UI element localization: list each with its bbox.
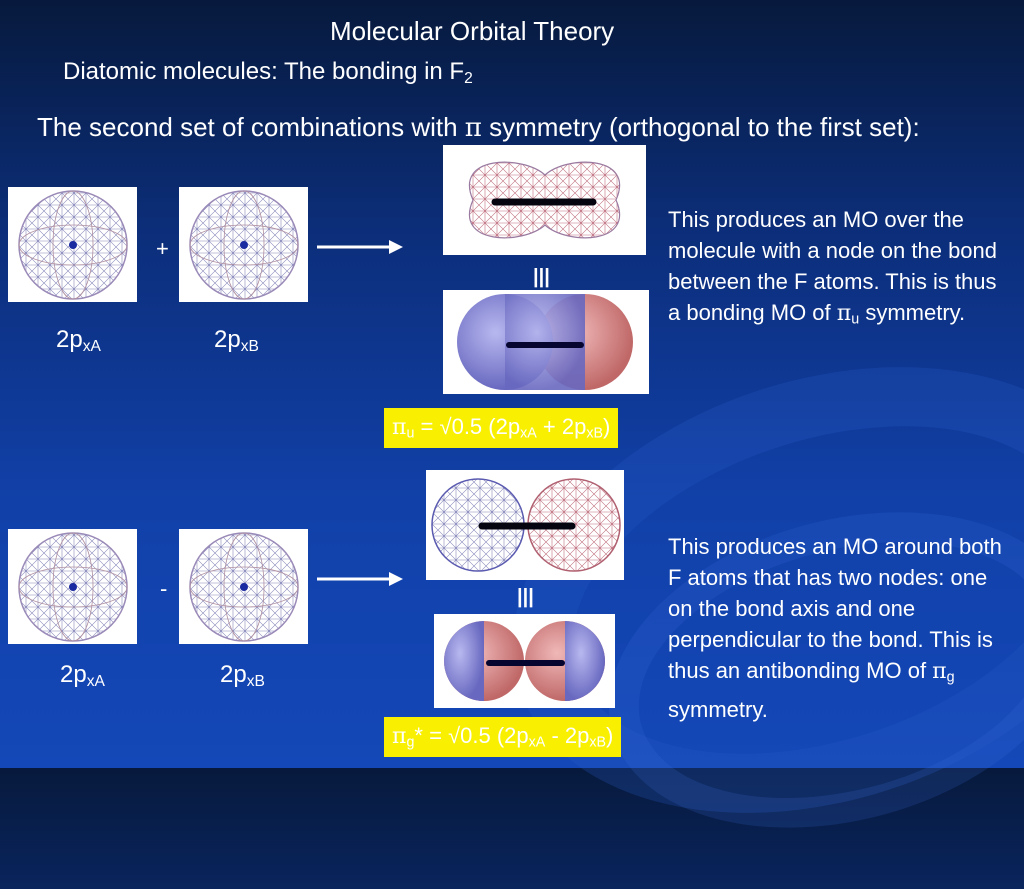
two-sphere-mesh-icon — [431, 478, 621, 572]
equation-pi-g-star: πg* = √0.5 (2pxA - 2pxB) — [384, 717, 622, 757]
equivalence-symbol-bottom: ||| — [517, 586, 534, 608]
lobe-solid-icon — [444, 621, 605, 701]
orbital-2pxA-bottom — [8, 529, 137, 644]
lobe-solid-icon — [457, 294, 633, 390]
intro-text: The second set of combinations with π sy… — [37, 112, 920, 143]
slide-title: Molecular Orbital Theory — [330, 16, 615, 46]
equation-pi-u: πu = √0.5 (2pxA + 2pxB) — [384, 408, 619, 448]
orbital-2pxB-bottom — [179, 529, 308, 644]
description-bonding: This produces an MO over the molecule wi… — [668, 207, 998, 328]
arrow-right-icon — [317, 240, 403, 254]
mo-mesh-bonding — [443, 145, 646, 255]
label-2pxB-top: 2pxB — [214, 326, 259, 355]
mo-mesh-antibonding — [426, 470, 624, 580]
sphere-mesh-icon — [189, 190, 299, 300]
sphere-mesh-icon — [18, 532, 128, 642]
orbital-2pxA-top — [8, 187, 137, 302]
description-antibonding: This produces an MO around both F atoms … — [668, 534, 1002, 722]
equivalence-symbol-top: ||| — [533, 266, 550, 288]
arrow-right-icon — [317, 572, 403, 586]
orbital-2pxB-top — [179, 187, 308, 302]
label-2pxA-bottom: 2pxA — [60, 661, 105, 690]
slide-subtitle: Diatomic molecules: The bonding in F2 — [63, 58, 473, 87]
sphere-mesh-icon — [18, 190, 128, 300]
sphere-mesh-icon — [189, 532, 299, 642]
mo-solid-antibonding — [434, 614, 615, 708]
plus-operator: + — [156, 236, 169, 261]
label-2pxA-top: 2pxA — [56, 326, 101, 355]
peanut-mesh-icon — [469, 161, 621, 239]
minus-operator: - — [160, 576, 168, 601]
mo-solid-bonding — [443, 290, 649, 394]
label-2pxB-bottom: 2pxB — [220, 661, 265, 690]
